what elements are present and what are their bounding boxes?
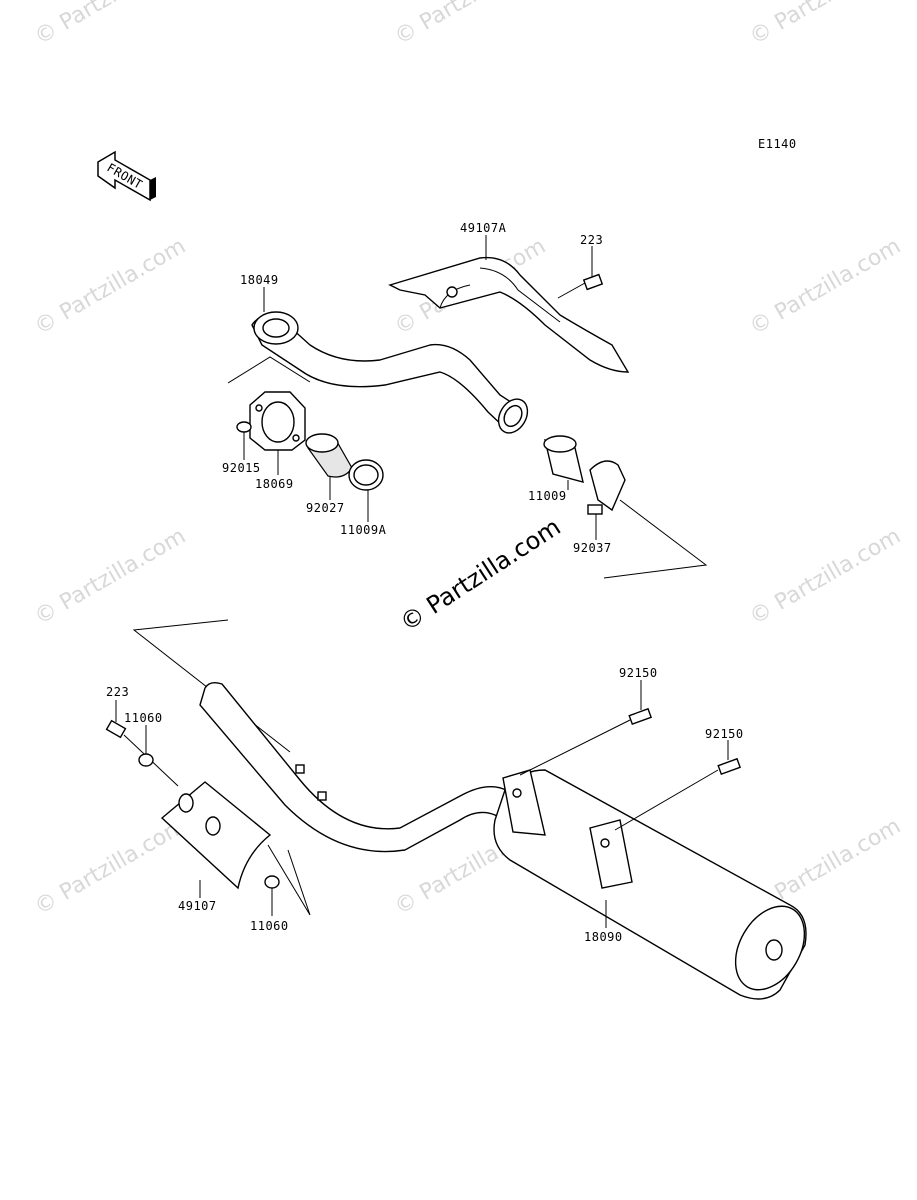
bolt-icon (519, 707, 653, 776)
nut-icon (236, 421, 252, 433)
part-label[interactable]: 18069 (255, 477, 294, 491)
leader-line (603, 499, 708, 579)
washer-icon (264, 875, 280, 889)
part-label[interactable]: 49107 (178, 899, 217, 913)
part-label[interactable]: 49107A (460, 221, 507, 235)
gasket-ring (305, 433, 353, 478)
part-label[interactable]: 92150 (619, 666, 658, 680)
part-label[interactable]: 18090 (584, 930, 623, 944)
clamp-icon (587, 460, 626, 515)
watermark-text: © Partzilla.com (746, 524, 906, 631)
watermark-text: © Partzilla.com (746, 0, 906, 50)
muffler (493, 769, 807, 1000)
watermark-text: © Partzilla.com (31, 0, 191, 50)
part-labels: 49107A 223 18049 92015 18069 92027 11009… (106, 221, 744, 944)
diagram-code: E1140 (758, 137, 797, 151)
watermark-text: © Partzilla.com (31, 524, 191, 631)
part-label[interactable]: 11009A (340, 523, 387, 537)
heat-guard-lower (160, 781, 272, 890)
part-label[interactable]: 92037 (573, 541, 612, 555)
partzilla-watermark: © Partzilla.com (395, 513, 566, 637)
part-label[interactable]: 11060 (250, 919, 289, 933)
seal-ring (348, 459, 384, 491)
part-label[interactable]: 92027 (306, 501, 345, 515)
bolt-icon (105, 719, 179, 787)
leader-line (227, 356, 311, 384)
pipe-sleeve (543, 435, 584, 483)
flange-gasket (249, 391, 306, 451)
label-leaders (115, 235, 729, 928)
part-label[interactable]: 223 (106, 685, 129, 699)
exhaust-pipe-front (251, 311, 529, 434)
watermark-text: © Partzilla.com (31, 814, 191, 921)
part-label[interactable]: 11060 (124, 711, 163, 725)
part-label[interactable]: 92015 (222, 461, 261, 475)
leader-line (267, 844, 311, 916)
front-arrow-icon: FRONT (97, 150, 156, 202)
exhaust-pipe-rear (199, 681, 521, 853)
bolt-icon (557, 273, 604, 299)
part-label[interactable]: 92150 (705, 727, 744, 741)
washer-icon (138, 753, 154, 767)
watermark-text: © Partzilla.com (746, 234, 906, 341)
part-label[interactable]: 18049 (240, 273, 279, 287)
heat-guard-upper (388, 256, 630, 373)
watermark-text: © Partzilla.com (391, 0, 551, 50)
part-label[interactable]: 223 (580, 233, 603, 247)
part-label[interactable]: 11009 (528, 489, 567, 503)
watermark-text: © Partzilla.com (31, 234, 191, 341)
bolt-icon (614, 757, 742, 831)
